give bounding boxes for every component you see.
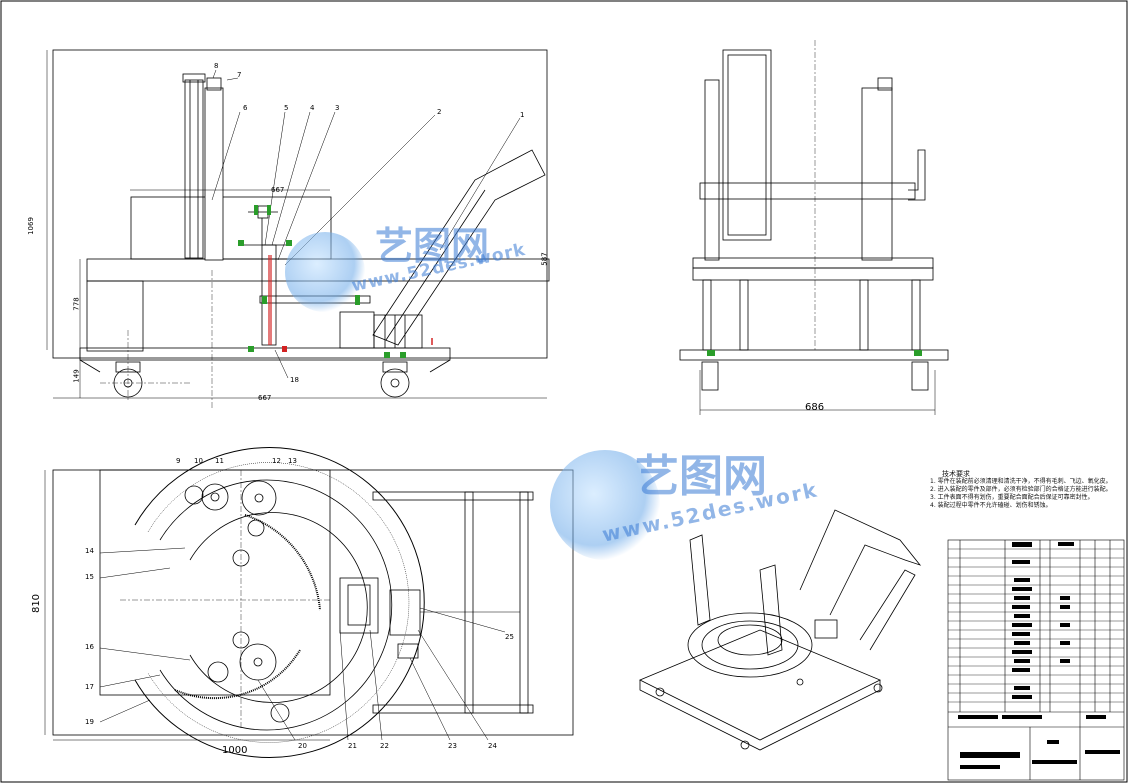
isometric-view — [639, 509, 922, 751]
tech-note-1: 1. 零件在装配前必须清理和清洗干净，不得有毛刺、飞边、氧化皮。 — [930, 478, 1112, 485]
side-view-accents — [707, 350, 922, 356]
dim-height: 1069 — [26, 217, 35, 235]
dim-base: 149 — [72, 369, 81, 383]
tech-note-4: 4. 装配过程中零件不允许磕碰、划伤和锈蚀。 — [930, 502, 1052, 509]
front-view-accents — [238, 205, 433, 358]
plan-view — [44, 447, 574, 758]
part-19: 19 — [85, 718, 94, 726]
part-18: 18 — [290, 376, 299, 384]
technical-notes: 技术要求 1. 零件在装配前必须清理和清洗干净，不得有毛刺、飞边、氧化皮。 2.… — [930, 470, 1112, 510]
watermark-cn-2: 艺图网 — [635, 451, 767, 502]
title-block-rows — [948, 548, 1124, 703]
part-1: 1 — [520, 111, 525, 119]
tech-note-3: 3. 工件表面不得有划伤，重要配合面配合后保证可靠密封性。 — [930, 494, 1094, 501]
tech-notes-title: 技术要求 — [942, 470, 970, 478]
part-21: 21 — [348, 742, 357, 750]
part-3: 3 — [335, 104, 340, 112]
dim-mid-height: 778 — [72, 297, 81, 311]
watermark-logo-1 — [285, 232, 365, 312]
part-24: 24 — [488, 742, 497, 750]
front-view — [46, 49, 550, 410]
part-5: 5 — [284, 104, 289, 112]
part-23: 23 — [448, 742, 457, 750]
part-10: 10 — [194, 457, 203, 465]
tech-note-2: 2. 进入装配的零件及部件，必须有检验部门的合格证方能进行装配。 — [930, 486, 1112, 493]
watermark-cn-1: 艺图网 — [375, 224, 490, 268]
part-22: 22 — [380, 742, 389, 750]
dim-plan-height: 810 — [31, 593, 43, 614]
part-17: 17 — [85, 683, 94, 691]
part-6: 6 — [243, 104, 248, 112]
part-16: 16 — [85, 643, 94, 651]
part-8: 8 — [214, 62, 219, 70]
part-25: 25 — [505, 633, 514, 641]
part-9: 9 — [176, 457, 181, 465]
title-block-redactions — [958, 542, 1120, 769]
part-12: 12 — [272, 457, 281, 465]
dim-width-bottom: 667 — [258, 394, 272, 402]
dim-right-height: 587 — [540, 252, 549, 266]
part-4: 4 — [310, 104, 315, 112]
part-15: 15 — [85, 573, 94, 581]
dim-plan-width: 1000 — [222, 745, 248, 756]
dim-width-top: 667 — [271, 186, 285, 194]
watermark-logo-2 — [550, 450, 660, 560]
part-11: 11 — [215, 457, 224, 465]
part-13: 13 — [288, 457, 297, 465]
title-block — [947, 539, 1125, 781]
part-2: 2 — [437, 108, 442, 116]
side-view — [679, 40, 949, 415]
part-20: 20 — [298, 742, 307, 750]
part-14: 14 — [85, 547, 94, 555]
part-7: 7 — [237, 71, 242, 79]
plan-view-teeth — [174, 514, 321, 700]
dim-side-width: 686 — [805, 402, 825, 413]
